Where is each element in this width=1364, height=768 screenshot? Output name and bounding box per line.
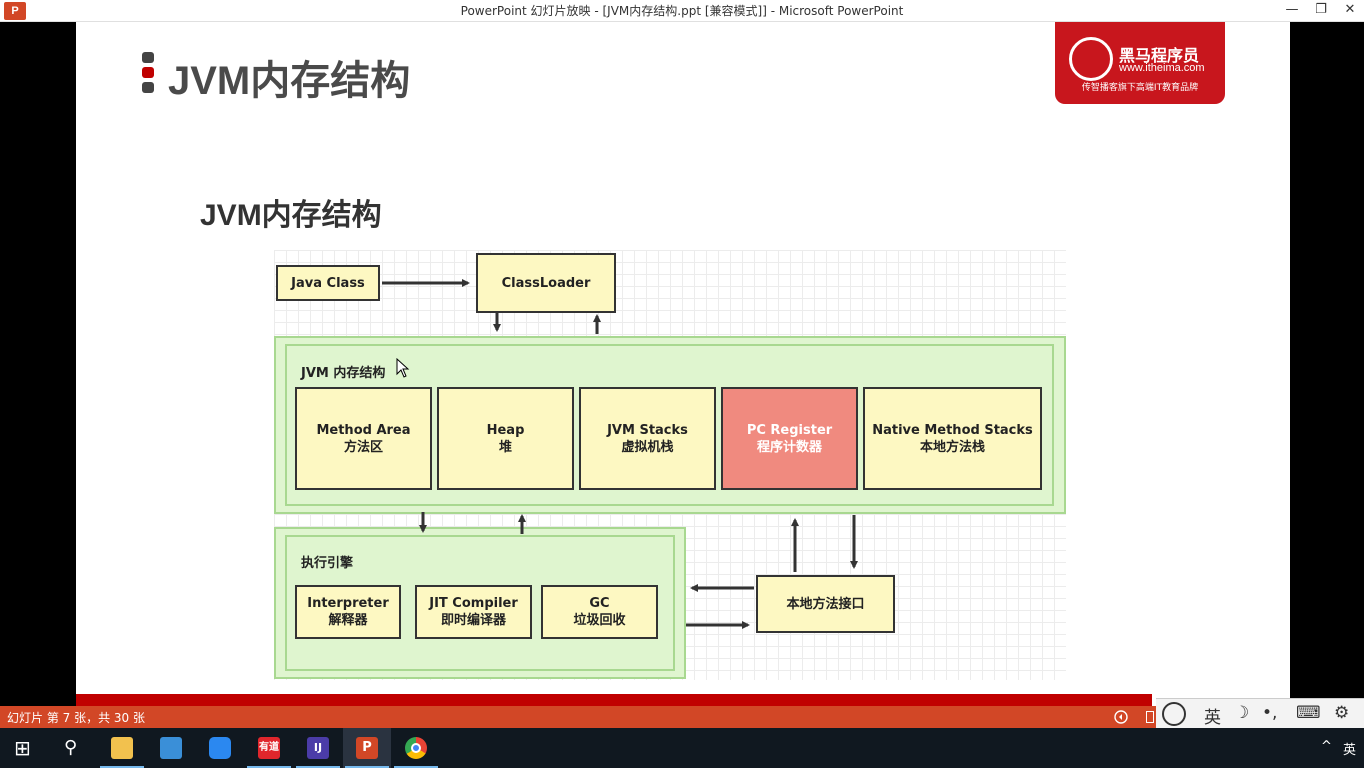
- slide-canvas[interactable]: JVM内存结构 黑马程序员 www.itheima.com 传智播客旗下高端IT…: [76, 22, 1290, 706]
- gc-en: GC: [589, 596, 610, 611]
- running-indicator: [100, 766, 144, 768]
- jvm-stacks-box: JVM Stacks 虚拟机栈: [579, 387, 716, 490]
- jvm-stacks-zh: 虚拟机栈: [621, 439, 674, 455]
- heap-box: Heap 堆: [437, 387, 574, 490]
- java-class-label: Java Class: [291, 275, 365, 291]
- heap-zh: 堆: [498, 439, 512, 455]
- title-accent-marks: [142, 52, 154, 94]
- gc-zh: 垃圾回收: [573, 613, 626, 628]
- logo-url: www.itheima.com: [1119, 62, 1205, 74]
- interpreter-box: Interpreter 解释器: [295, 585, 401, 639]
- jit-compiler-en: JIT Compiler: [429, 596, 518, 611]
- brand-logo: 黑马程序员 www.itheima.com 传智播客旗下高端IT教育品牌: [1055, 22, 1225, 104]
- horse-logo-icon: [1069, 37, 1113, 81]
- intellij-icon: IJ: [307, 737, 329, 759]
- tray-input-language[interactable]: 英: [1343, 743, 1357, 758]
- previous-slide-icon[interactable]: [1114, 710, 1128, 724]
- ime-settings-icon[interactable]: ⚙: [1334, 703, 1350, 723]
- taskbar-chrome[interactable]: [392, 728, 440, 768]
- monitor-icon: [160, 737, 182, 759]
- running-indicator: [247, 766, 291, 768]
- gc-box: GC 垃圾回收: [541, 585, 658, 639]
- minimize-button[interactable]: —: [1285, 2, 1299, 17]
- classloader-box: ClassLoader: [476, 253, 616, 313]
- active-indicator: [345, 766, 389, 768]
- ime-toolbar: 英 ☽ •, ⌨ ⚙: [1156, 698, 1364, 730]
- diagram-arrows: [382, 279, 858, 629]
- taskbar-file-explorer[interactable]: [98, 728, 146, 768]
- jvm-stacks-en: JVM Stacks: [607, 422, 688, 438]
- status-bar: 幻灯片 第 7 张，共 30 张: [0, 706, 1156, 728]
- interpreter-en: Interpreter: [307, 596, 389, 611]
- search-icon: ⚲: [64, 737, 78, 758]
- close-button[interactable]: ✕: [1344, 2, 1356, 17]
- windows-taskbar: ⊞ ⚲ 有道 IJ P ^ 英: [0, 728, 1364, 768]
- window-title: PowerPoint 幻灯片放映 - [JVM内存结构.ppt [兼容模式]] …: [460, 4, 904, 18]
- slide-counter: 幻灯片 第 7 张，共 30 张: [7, 711, 145, 725]
- tray-overflow-chevron[interactable]: ^: [1321, 739, 1332, 754]
- running-indicator: [296, 766, 340, 768]
- running-indicator: [394, 766, 438, 768]
- java-class-box: Java Class: [276, 265, 380, 301]
- taskbar-intellij[interactable]: IJ: [294, 728, 342, 768]
- native-method-stacks-en: Native Method Stacks: [872, 422, 1033, 438]
- jit-compiler-zh: 即时编译器: [440, 613, 506, 628]
- pc-register-en: PC Register: [746, 422, 833, 438]
- slide-view-icon[interactable]: [1146, 711, 1154, 723]
- youdao-icon: 有道: [258, 737, 280, 759]
- taskbar-remote-desktop[interactable]: [147, 728, 195, 768]
- windows-logo-icon: ⊞: [14, 736, 31, 760]
- window-titlebar: P PowerPoint 幻灯片放映 - [JVM内存结构.ppt [兼容模式]…: [0, 0, 1364, 22]
- native-method-stacks-zh: 本地方法栈: [919, 439, 985, 455]
- slide-title: JVM内存结构: [168, 59, 411, 103]
- ime-punctuation-icon[interactable]: •,: [1262, 703, 1278, 723]
- chrome-icon: [405, 737, 427, 759]
- logo-name: 黑马程序员: [1119, 46, 1200, 65]
- method-area-en: Method Area: [316, 422, 411, 438]
- jvm-memory-diagram: JVM 内存结构 执行引擎 Java Class ClassLoader Met…: [274, 250, 1066, 680]
- slide-subtitle: JVM内存结构: [200, 199, 382, 232]
- pc-register-zh: 程序计数器: [756, 439, 822, 455]
- taskbar-youdao[interactable]: 有道: [245, 728, 293, 768]
- jit-compiler-box: JIT Compiler 即时编译器: [415, 585, 532, 639]
- mouse-cursor-icon: [396, 358, 410, 378]
- ime-language-toggle[interactable]: 英: [1204, 708, 1221, 728]
- heap-en: Heap: [486, 422, 525, 438]
- ime-logo-icon[interactable]: [1162, 702, 1186, 726]
- engine-group-label: 执行引擎: [301, 556, 354, 571]
- folder-icon: [111, 737, 133, 759]
- taskbar-powerpoint[interactable]: P: [343, 728, 391, 768]
- interpreter-zh: 解释器: [328, 613, 368, 628]
- method-area-zh: 方法区: [343, 439, 383, 455]
- powerpoint-icon: P: [356, 737, 378, 759]
- logo-slogan: 传智播客旗下高端IT教育品牌: [1081, 83, 1199, 93]
- native-interface-box: 本地方法接口: [756, 575, 895, 633]
- classloader-label: ClassLoader: [501, 275, 591, 291]
- ime-keyboard-icon[interactable]: ⌨: [1296, 703, 1321, 723]
- jvm-group-label: JVM 内存结构: [301, 366, 386, 381]
- powerpoint-app-icon[interactable]: P: [4, 2, 26, 20]
- method-area-box: Method Area 方法区: [295, 387, 432, 490]
- native-interface-label: 本地方法接口: [786, 596, 865, 612]
- start-button[interactable]: ⊞: [0, 728, 48, 768]
- slide-footer-band: [76, 694, 1152, 706]
- native-method-stacks-box: Native Method Stacks 本地方法栈: [863, 387, 1042, 490]
- pen-note-icon: [209, 737, 231, 759]
- pc-register-box: PC Register 程序计数器: [721, 387, 858, 490]
- taskbar-notes[interactable]: [196, 728, 244, 768]
- ime-moon-icon[interactable]: ☽: [1234, 703, 1250, 723]
- search-button[interactable]: ⚲: [48, 728, 96, 768]
- restore-button[interactable]: ❐: [1315, 2, 1327, 17]
